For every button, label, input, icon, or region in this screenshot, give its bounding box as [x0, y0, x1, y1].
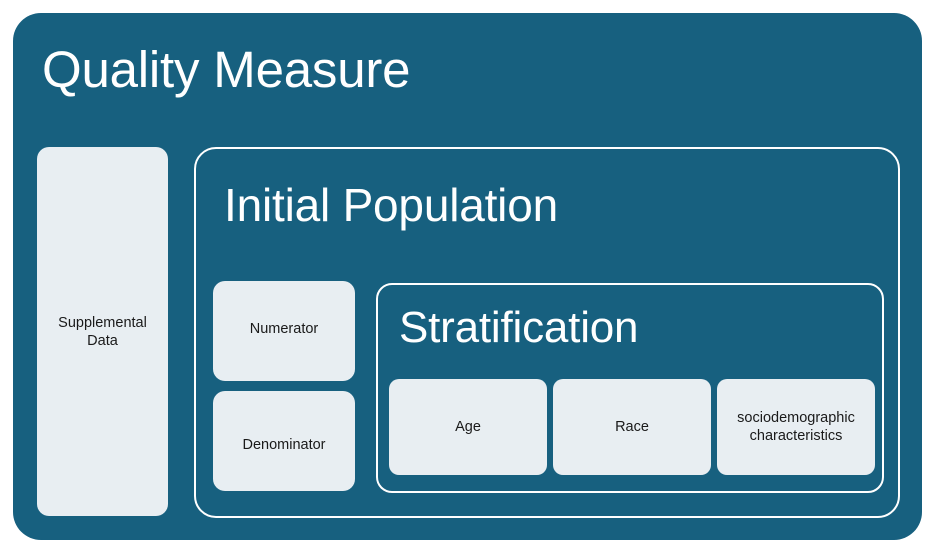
initial-population-title: Initial Population	[224, 179, 558, 231]
stratification-category-sociodemographic-label-line-2: characteristics	[749, 428, 843, 444]
initial-population-container: Initial Population Numerator Denominator…	[194, 147, 900, 518]
stratification-category-sociodemographic-label-line-1: sociodemographic	[737, 410, 855, 426]
denominator-box: Denominator	[213, 391, 355, 491]
quality-measure-title: Quality Measure	[42, 41, 411, 98]
stratification-category-sociodemographic: sociodemographic characteristics	[717, 379, 875, 475]
supplemental-data-label: Supplemental Data	[58, 314, 147, 350]
denominator-label: Denominator	[242, 437, 326, 453]
stratification-container: Stratification Age Race sociodemographic…	[376, 283, 884, 493]
stratification-category-row: Age Race sociodemographic characteristic…	[389, 379, 875, 475]
stratification-category-race-label: Race	[615, 419, 649, 435]
stratification-category-sociodemographic-label: sociodemographic characteristics	[737, 409, 855, 445]
supplemental-data-label-line-1: Supplemental	[58, 314, 147, 331]
supplemental-data-label-line-2: Data	[87, 332, 118, 349]
quality-measure-container: Quality Measure Supplemental Data Initia…	[13, 13, 922, 540]
numerator-label: Numerator	[249, 321, 319, 337]
stratification-title: Stratification	[399, 303, 639, 352]
supplemental-data-box: Supplemental Data	[37, 147, 168, 516]
stratification-category-age: Age	[389, 379, 547, 475]
stratification-category-race: Race	[553, 379, 711, 475]
stratification-category-age-label: Age	[455, 419, 481, 435]
numerator-box: Numerator	[213, 281, 355, 381]
